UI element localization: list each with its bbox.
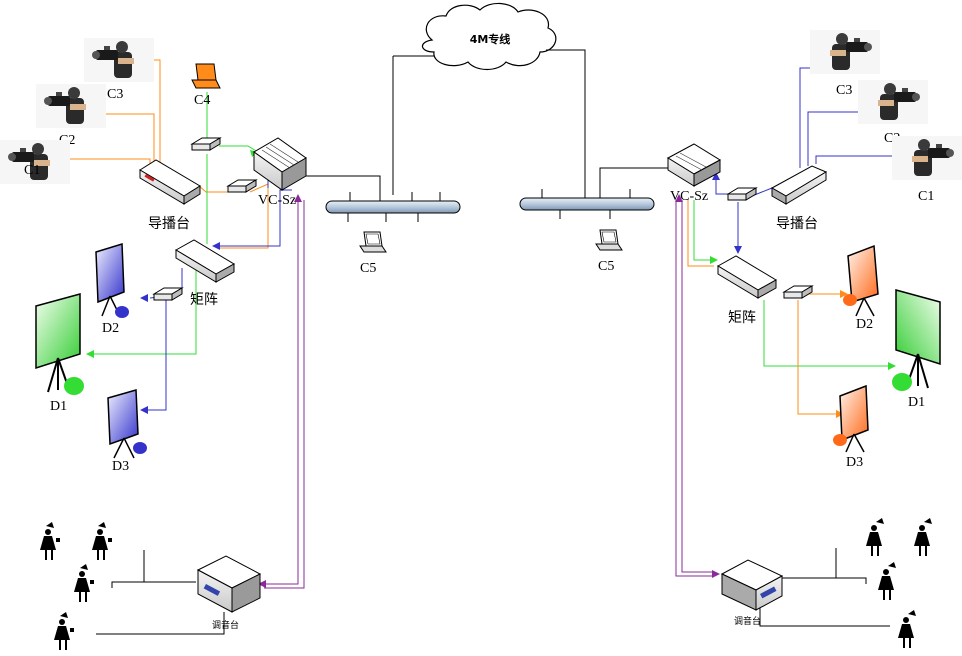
right-purple-links bbox=[675, 200, 714, 577]
left-codec-label: VC-Sz bbox=[258, 193, 296, 208]
right-camera-c1-label: C1 bbox=[918, 189, 934, 204]
left-display-d2: D2 bbox=[95, 242, 129, 336]
right-laptop-c5-label: C5 bbox=[598, 259, 614, 274]
right-camera-c3-label: C3 bbox=[836, 83, 852, 98]
left-matrix: 矩阵 bbox=[175, 239, 235, 308]
right-codec-label: VC-Sz bbox=[670, 189, 708, 204]
left-laptop-c4: C4 bbox=[191, 63, 221, 108]
left-laptop-c5: C5 bbox=[359, 231, 387, 276]
left-camera-c1: C1 bbox=[0, 140, 70, 184]
right-matrix-label: 矩阵 bbox=[728, 310, 756, 326]
left-audio-wires bbox=[96, 550, 225, 635]
right-codec-vc-sz: VC-Sz bbox=[666, 143, 722, 204]
right-director-label: 导播台 bbox=[776, 216, 818, 232]
right-hub-matrix bbox=[783, 285, 813, 299]
right-camera-links bbox=[715, 67, 896, 248]
left-codec-vc-sz: VC-Sz bbox=[253, 137, 307, 208]
left-matrix-label: 矩阵 bbox=[190, 292, 218, 308]
right-display-d2: D2 bbox=[843, 244, 879, 332]
right-green-links bbox=[693, 200, 890, 367]
right-laptop-c5: C5 bbox=[595, 229, 623, 274]
left-display-d1-label: D1 bbox=[50, 399, 67, 414]
left-laptop-c5-label: C5 bbox=[360, 261, 376, 276]
right-display-d3: D3 bbox=[833, 384, 869, 470]
left-network-bus bbox=[300, 55, 461, 222]
left-display-d2-label: D2 bbox=[102, 321, 119, 336]
left-mixer: 调音台 bbox=[196, 555, 262, 631]
right-matrix: 矩阵 bbox=[717, 255, 777, 326]
right-audio-wires bbox=[759, 548, 890, 627]
cloud-label: 4M专线 bbox=[470, 32, 511, 46]
left-display-d3: D3 bbox=[107, 389, 147, 474]
right-display-d1-label: D1 bbox=[908, 395, 925, 410]
right-audience bbox=[866, 518, 932, 648]
left-mixer-label: 调音台 bbox=[212, 619, 239, 631]
right-hub-top bbox=[727, 187, 757, 201]
right-display-d1: D1 bbox=[891, 289, 941, 410]
left-display-d1: D1 bbox=[35, 293, 85, 414]
left-laptop-c4-label: C4 bbox=[194, 93, 210, 108]
left-camera-c1-label: C1 bbox=[24, 163, 40, 178]
left-camera-c2: C2 bbox=[36, 84, 106, 148]
right-director-console: 导播台 bbox=[770, 165, 828, 232]
left-green-links bbox=[90, 92, 259, 355]
left-hub-matrix bbox=[153, 287, 183, 301]
left-director-console: 导播台 bbox=[139, 159, 201, 232]
left-display-d3-label: D3 bbox=[112, 459, 129, 474]
left-camera-c3: C3 bbox=[84, 38, 154, 102]
left-hub-mid bbox=[227, 179, 257, 193]
right-display-d3-label: D3 bbox=[846, 455, 863, 470]
right-camera-c3: C3 bbox=[810, 30, 880, 98]
right-orange-links bbox=[687, 200, 844, 415]
wan-cloud: 4M专线 bbox=[421, 2, 557, 71]
left-hub-top bbox=[191, 137, 221, 151]
left-purple-links bbox=[264, 200, 305, 589]
right-camera-c1: C1 bbox=[892, 136, 962, 204]
right-network-bus bbox=[519, 49, 680, 219]
left-camera-c3-label: C3 bbox=[107, 87, 123, 102]
right-mixer: 调音台 bbox=[720, 559, 784, 627]
right-mixer-label: 调音台 bbox=[734, 615, 761, 627]
right-display-d2-label: D2 bbox=[856, 317, 873, 332]
left-audience bbox=[40, 522, 112, 650]
left-director-label: 导播台 bbox=[148, 216, 190, 232]
